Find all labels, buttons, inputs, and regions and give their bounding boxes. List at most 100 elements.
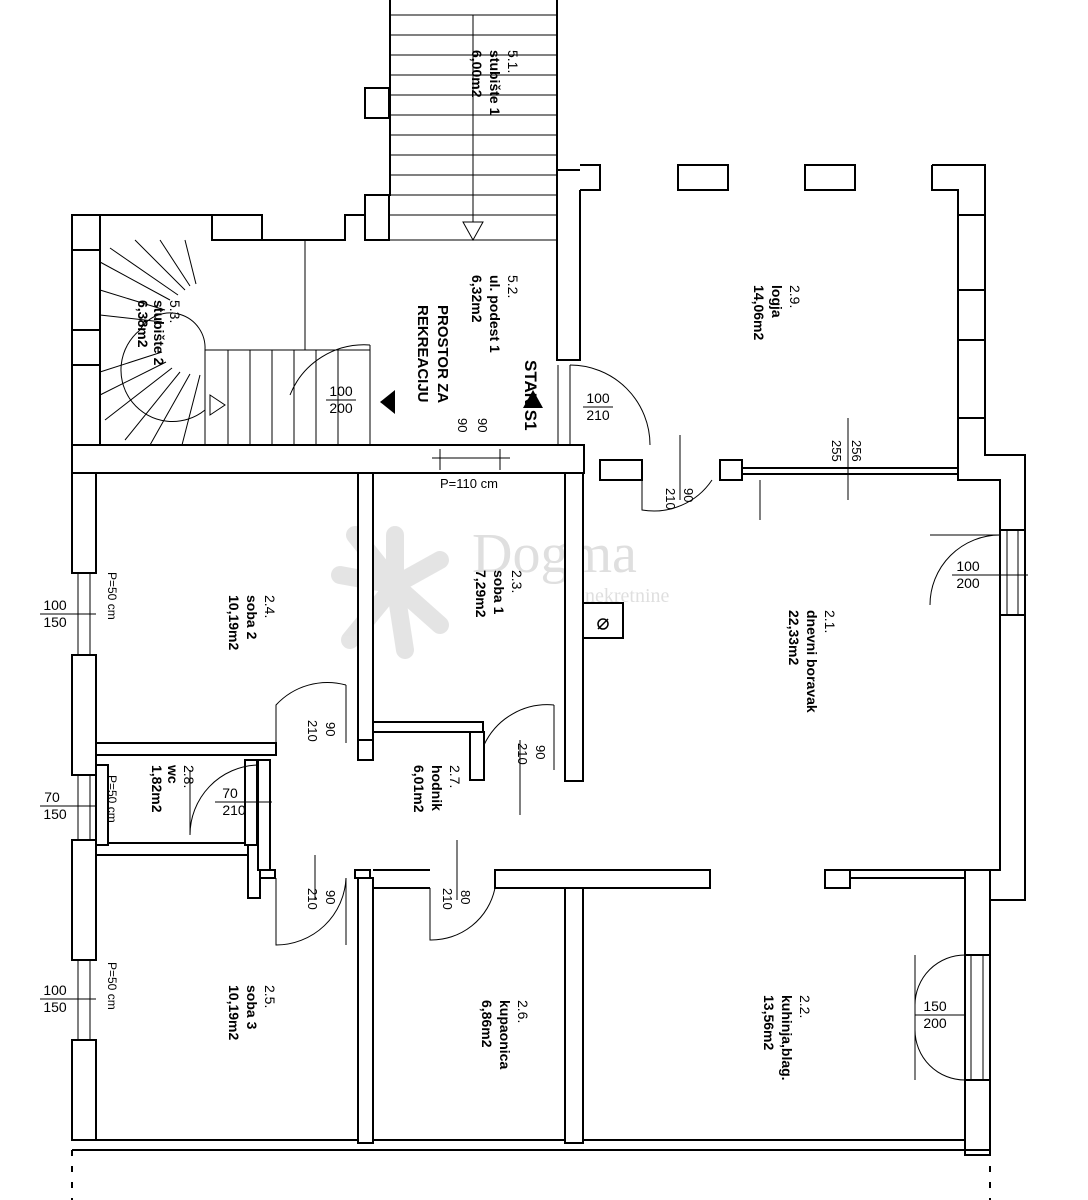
room-5-2-num: 5.2.	[505, 275, 521, 298]
room-5-3-name: stubište 2	[151, 300, 167, 366]
recreation-label-1: PROSTOR ZA	[434, 305, 451, 403]
room-2-5-num: 2.5.	[262, 985, 278, 1008]
recreation-label-2: REKREACIJU	[414, 305, 431, 403]
dim-256: 256	[849, 440, 864, 462]
dim-70-210: 70 210	[215, 785, 272, 818]
svg-text:150: 150	[923, 998, 947, 1014]
windows	[77, 449, 1019, 1080]
watermark-flower-icon	[331, 526, 449, 659]
room-2-1-area: 22,33m2	[786, 610, 802, 665]
room-2-4-area: 10,19m2	[226, 595, 242, 650]
opening-dims-rotated: 90 90 256 255 90 210 90 210 90 210 90 21…	[305, 418, 864, 910]
svg-text:80: 80	[458, 890, 473, 904]
stair-treads-upper	[390, 14, 557, 241]
dim-100-150-a: 100 150	[40, 597, 96, 630]
room-2-4-name: soba 2	[244, 595, 260, 640]
svg-text:210: 210	[515, 743, 530, 765]
entrance-arrow-icon	[380, 390, 395, 414]
room-2-3-name: soba 1	[491, 570, 507, 615]
room-2-6-num: 2.6.	[515, 1000, 531, 1023]
room-2-8-num: 2.8.	[181, 765, 197, 788]
chimney-icon	[597, 618, 609, 630]
room-5-1-name: stubište 1	[487, 50, 503, 116]
room-2-6-area: 6,86m2	[479, 1000, 495, 1048]
dim-90-b: 90	[455, 418, 470, 432]
other-labels: PROSTOR ZA REKREACIJU STAN S1 P=50 cm P=…	[105, 305, 540, 1010]
svg-text:100: 100	[43, 597, 67, 613]
room-2-8-name: wc	[165, 764, 181, 784]
svg-text:210: 210	[305, 888, 320, 910]
room-5-2-area: 6,32m2	[469, 275, 485, 323]
room-2-9-area: 14,06m2	[751, 285, 767, 340]
room-5-1-num: 5.1.	[505, 50, 521, 73]
room-2-7-name: hodnik	[429, 765, 445, 811]
room-2-5-area: 10,19m2	[226, 985, 242, 1040]
watermark-brand: Dogma	[472, 523, 637, 585]
svg-text:150: 150	[43, 614, 67, 630]
dim-90-210-c: 90 210	[515, 743, 548, 765]
dim-100-150-b: 100 150	[40, 982, 96, 1015]
svg-text:200: 200	[923, 1015, 947, 1031]
room-2-6-name: kupaonica	[497, 1000, 513, 1069]
svg-text:200: 200	[956, 575, 980, 591]
svg-text:70: 70	[44, 789, 60, 805]
svg-text:150: 150	[43, 999, 67, 1015]
dashed-edges	[71, 1150, 991, 1200]
dim-90-210-d: 90 210	[305, 888, 338, 910]
room-2-2-name: kuhinja,blag.	[779, 995, 795, 1081]
room-2-1-name: dnevni boravak	[804, 610, 820, 713]
room-2-9-num: 2.9.	[787, 285, 803, 308]
dim-255: 255	[829, 440, 844, 462]
svg-text:150: 150	[43, 806, 67, 822]
svg-text:200: 200	[329, 400, 353, 416]
apartment-label: STAN S1	[521, 360, 540, 431]
dim-90-210-b: 90 210	[305, 720, 338, 742]
room-5-1-area: 6,00m2	[469, 50, 485, 98]
svg-text:100: 100	[329, 383, 353, 399]
dim-150-200: 150 200	[915, 998, 965, 1031]
svg-text:100: 100	[586, 390, 610, 406]
door-swings	[189, 344, 1001, 1081]
svg-text:100: 100	[43, 982, 67, 998]
dim-90-a: 90	[475, 418, 490, 432]
svg-text:210: 210	[440, 888, 455, 910]
opening-dims: 100 200 100 210 100 200 100 150 70 150 7…	[40, 383, 1028, 1031]
room-5-2-name: ul. podest 1	[487, 275, 503, 353]
svg-text:210: 210	[586, 407, 610, 423]
parapet-label-2: P=50 cm	[105, 775, 119, 823]
svg-text:210: 210	[305, 720, 320, 742]
room-2-2-num: 2.2.	[797, 995, 813, 1018]
svg-text:90: 90	[323, 722, 338, 736]
room-5-3-area: 6,38m2	[135, 300, 151, 348]
room-2-9-name: logja	[769, 285, 785, 318]
room-2-3-num: 2.3.	[509, 570, 525, 593]
room-2-5-name: soba 3	[244, 985, 260, 1030]
watermark-sub: nekretnine	[585, 585, 670, 607]
room-2-7-num: 2.7.	[447, 765, 463, 788]
room-2-7-area: 6,01m2	[411, 765, 427, 813]
room-2-1-num: 2.1.	[822, 610, 838, 633]
parapet-label-110: P=110 cm	[440, 476, 498, 491]
room-2-8-area: 1,82m2	[149, 765, 165, 813]
stair-treads-winding	[99, 239, 371, 446]
dim-100-200: 100 200	[326, 383, 356, 416]
stair-arrow-icon	[462, 221, 484, 242]
svg-text:90: 90	[681, 488, 696, 502]
dim-80-210: 80 210	[440, 888, 473, 910]
parapet-label-3: P=50 cm	[105, 962, 119, 1010]
room-2-2-area: 13,56m2	[761, 995, 777, 1050]
parapet-label-1: P=50 cm	[105, 572, 119, 620]
svg-text:100: 100	[956, 558, 980, 574]
dim-70-150: 70 150	[40, 789, 96, 822]
dim-100-200-b: 100 200	[952, 558, 1028, 591]
svg-text:70: 70	[222, 785, 238, 801]
room-labels: 5.1. stubište 1 6,00m2 5.2. ul. podest 1…	[135, 50, 838, 1081]
svg-text:210: 210	[222, 802, 246, 818]
apartment-marker-icon	[523, 390, 543, 408]
room-2-3-area: 7,29m2	[473, 570, 489, 618]
dim-100-210: 100 210	[583, 390, 613, 423]
svg-text:90: 90	[533, 745, 548, 759]
room-2-4-num: 2.4.	[262, 595, 278, 618]
svg-text:90: 90	[323, 890, 338, 904]
